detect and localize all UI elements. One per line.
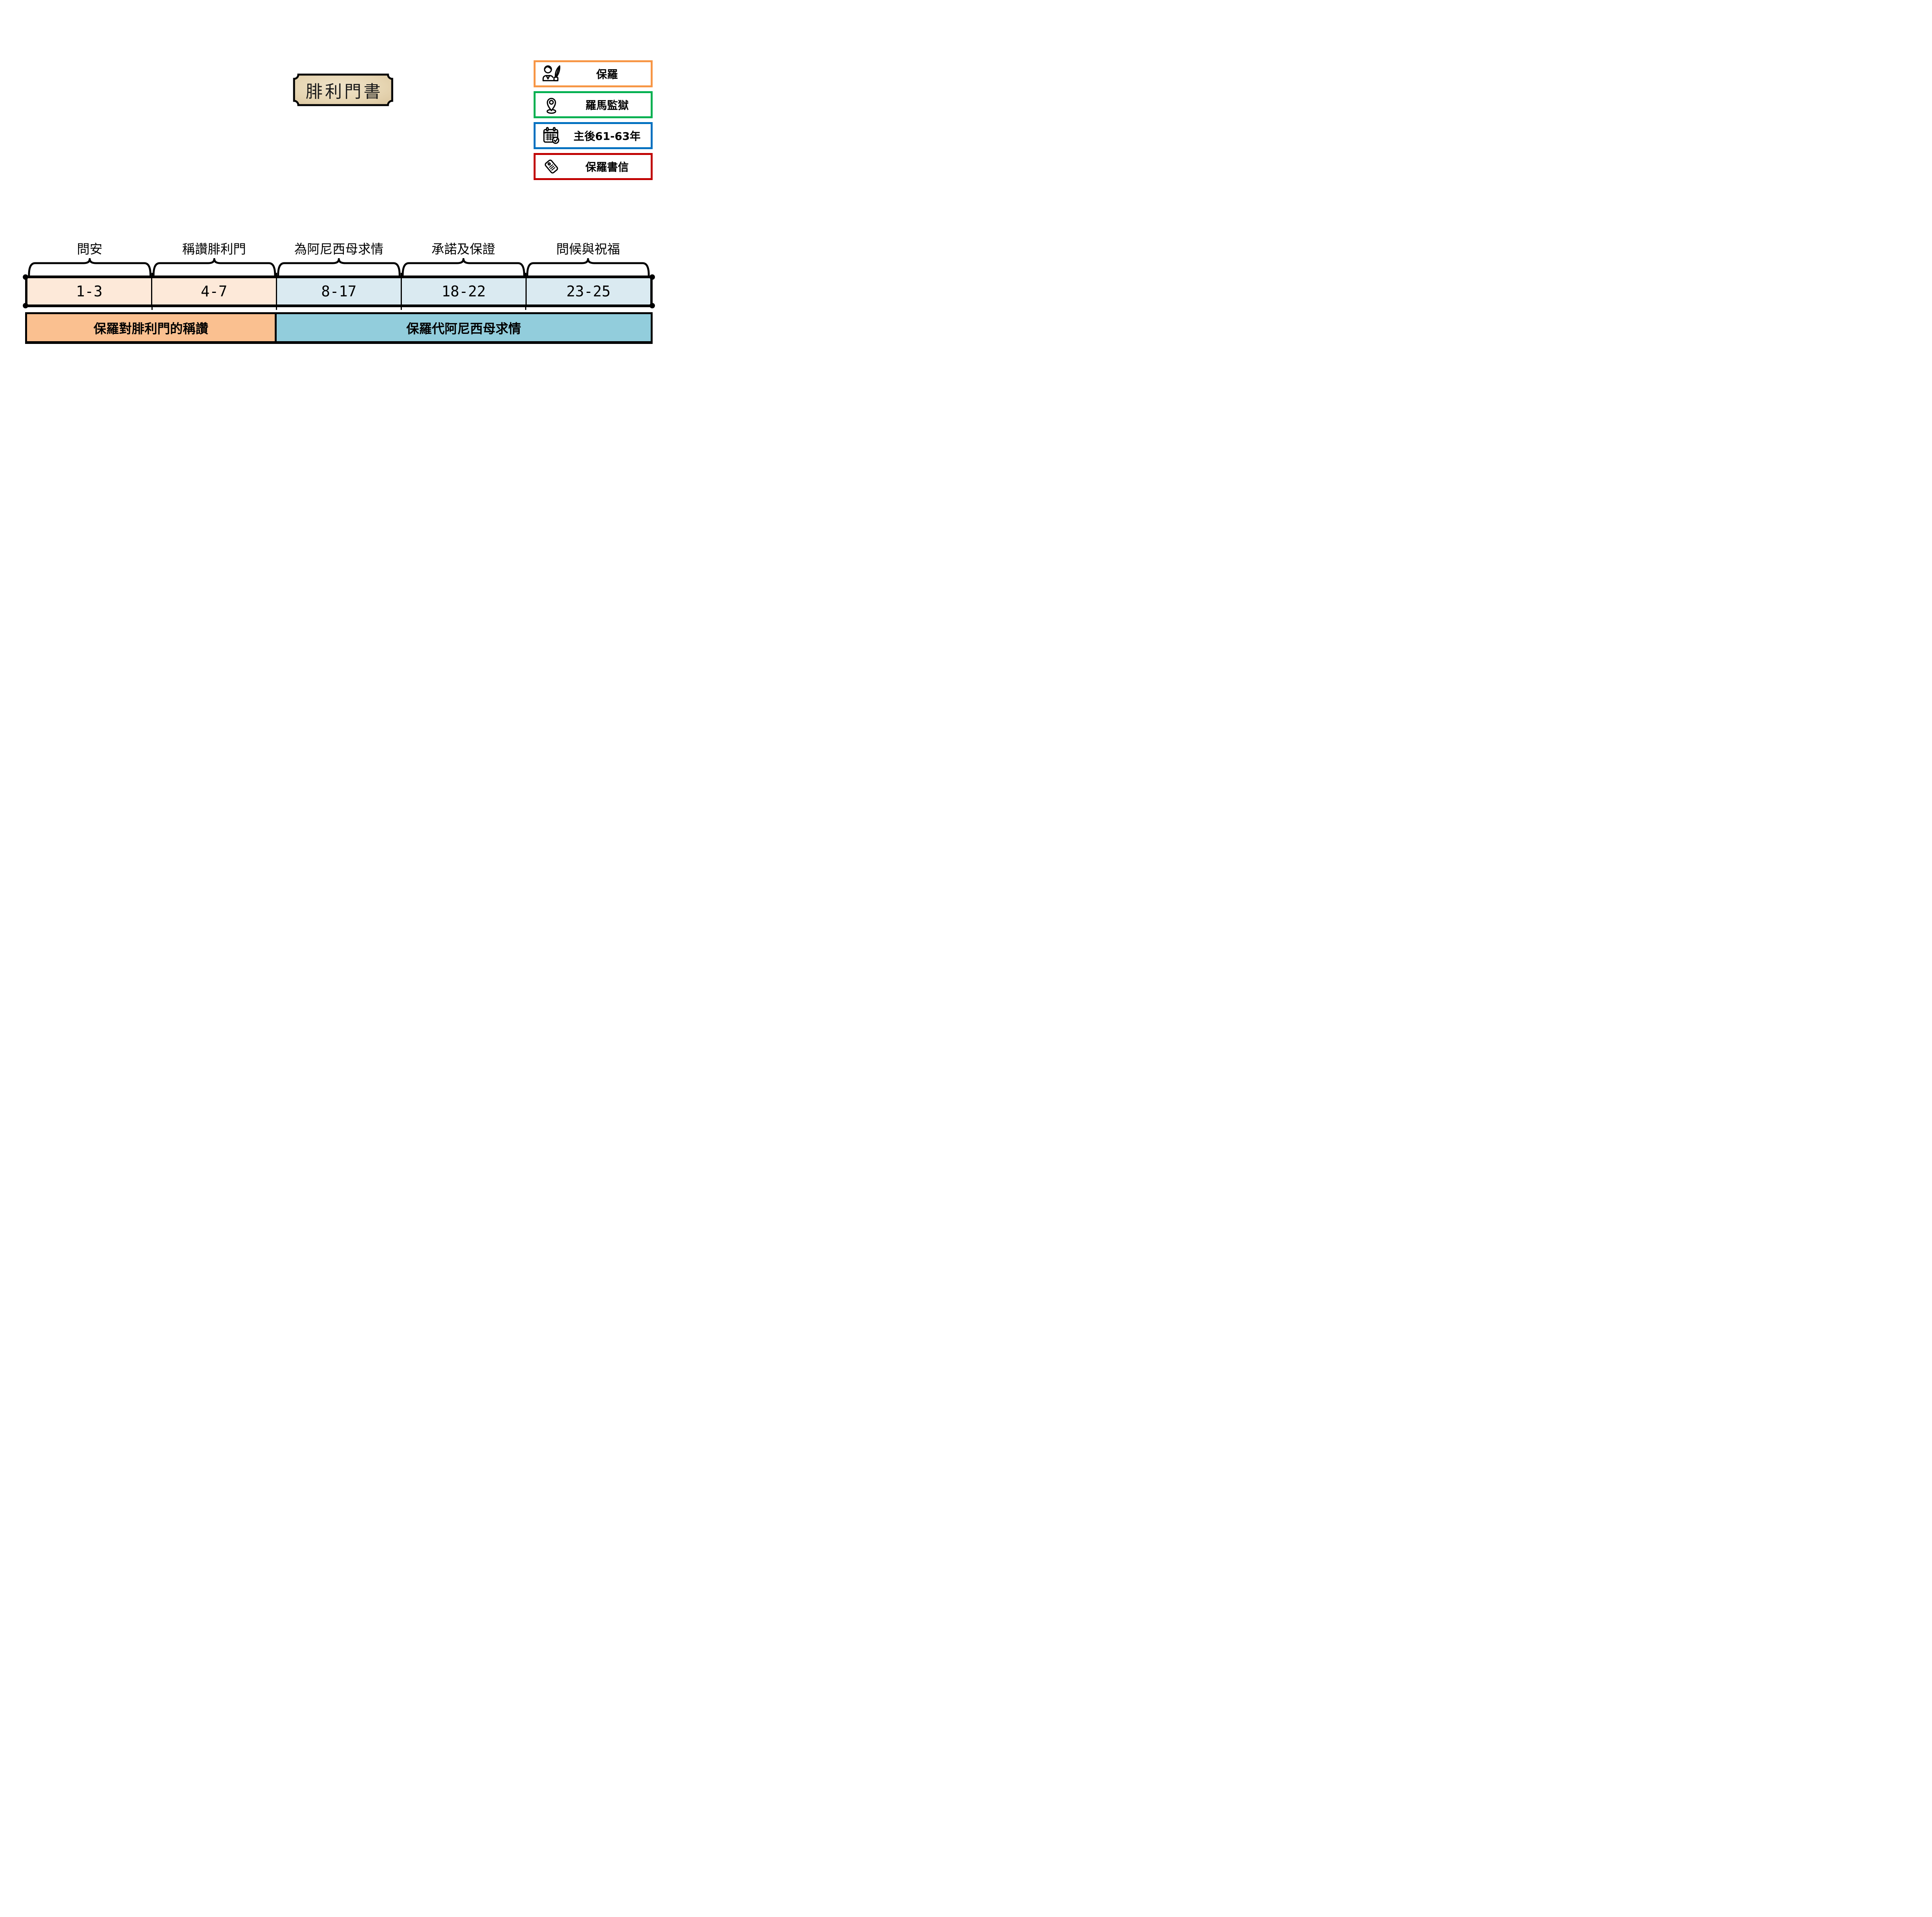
verse-cell: 1-3 (27, 278, 152, 304)
tag-icon (536, 157, 567, 176)
legend-label-category: 保羅書信 (585, 161, 629, 173)
bar-endcap (650, 303, 655, 308)
brace (277, 258, 401, 276)
brace (526, 258, 650, 276)
person-writing-icon (536, 64, 567, 83)
legend-item-date: 主後61-63年 (534, 122, 653, 149)
section-label-greeting: 問安 (77, 242, 102, 257)
bar-endcap (23, 274, 28, 280)
group-bar-praise-label: 保羅對腓利門的稱讚 (94, 321, 208, 336)
legend-label-date: 主後61-63年 (573, 130, 641, 143)
map-pin-icon (536, 95, 567, 114)
group-bar-plea: 保羅代阿尼西母求情 (277, 312, 653, 344)
plaque-border (293, 73, 393, 106)
section-label-blessing: 問候與祝福 (556, 242, 620, 257)
calendar-check-icon (536, 126, 567, 145)
bar-endcap (650, 274, 655, 280)
philemon-overview-diagram: 腓利門書 保羅 (0, 0, 678, 479)
verse-bar: 1-3 4-7 8-17 18-22 23-25 (25, 276, 653, 307)
title-plaque: 腓利門書 (293, 73, 394, 107)
verse-cell: 8-17 (277, 278, 402, 304)
legend-item-category: 保羅書信 (534, 153, 653, 180)
group-bar-plea-label: 保羅代阿尼西母求情 (406, 321, 521, 336)
verse-cell: 18-22 (402, 278, 527, 304)
bar-endcap (23, 303, 28, 308)
section-label-praise: 稱讚腓利門 (182, 242, 246, 257)
legend-item-author: 保羅 (534, 60, 653, 87)
brace (152, 258, 276, 276)
legend-label-author: 保羅 (596, 68, 618, 81)
group-bar-praise: 保羅對腓利門的稱讚 (25, 312, 277, 344)
verse-cell: 4-7 (152, 278, 277, 304)
page-title: 腓利門書 (306, 82, 383, 102)
legend-label-location: 羅馬監獄 (585, 99, 629, 112)
verse-cell: 23-25 (527, 278, 650, 304)
section-braces (28, 258, 650, 276)
legend-item-location: 羅馬監獄 (534, 91, 653, 118)
section-label-pledge: 承諾及保證 (431, 242, 495, 257)
brace (401, 258, 526, 276)
brace (28, 258, 151, 276)
legend: 保羅 羅馬監獄 (534, 60, 653, 184)
section-label-plea: 為阿尼西母求情 (294, 242, 384, 257)
